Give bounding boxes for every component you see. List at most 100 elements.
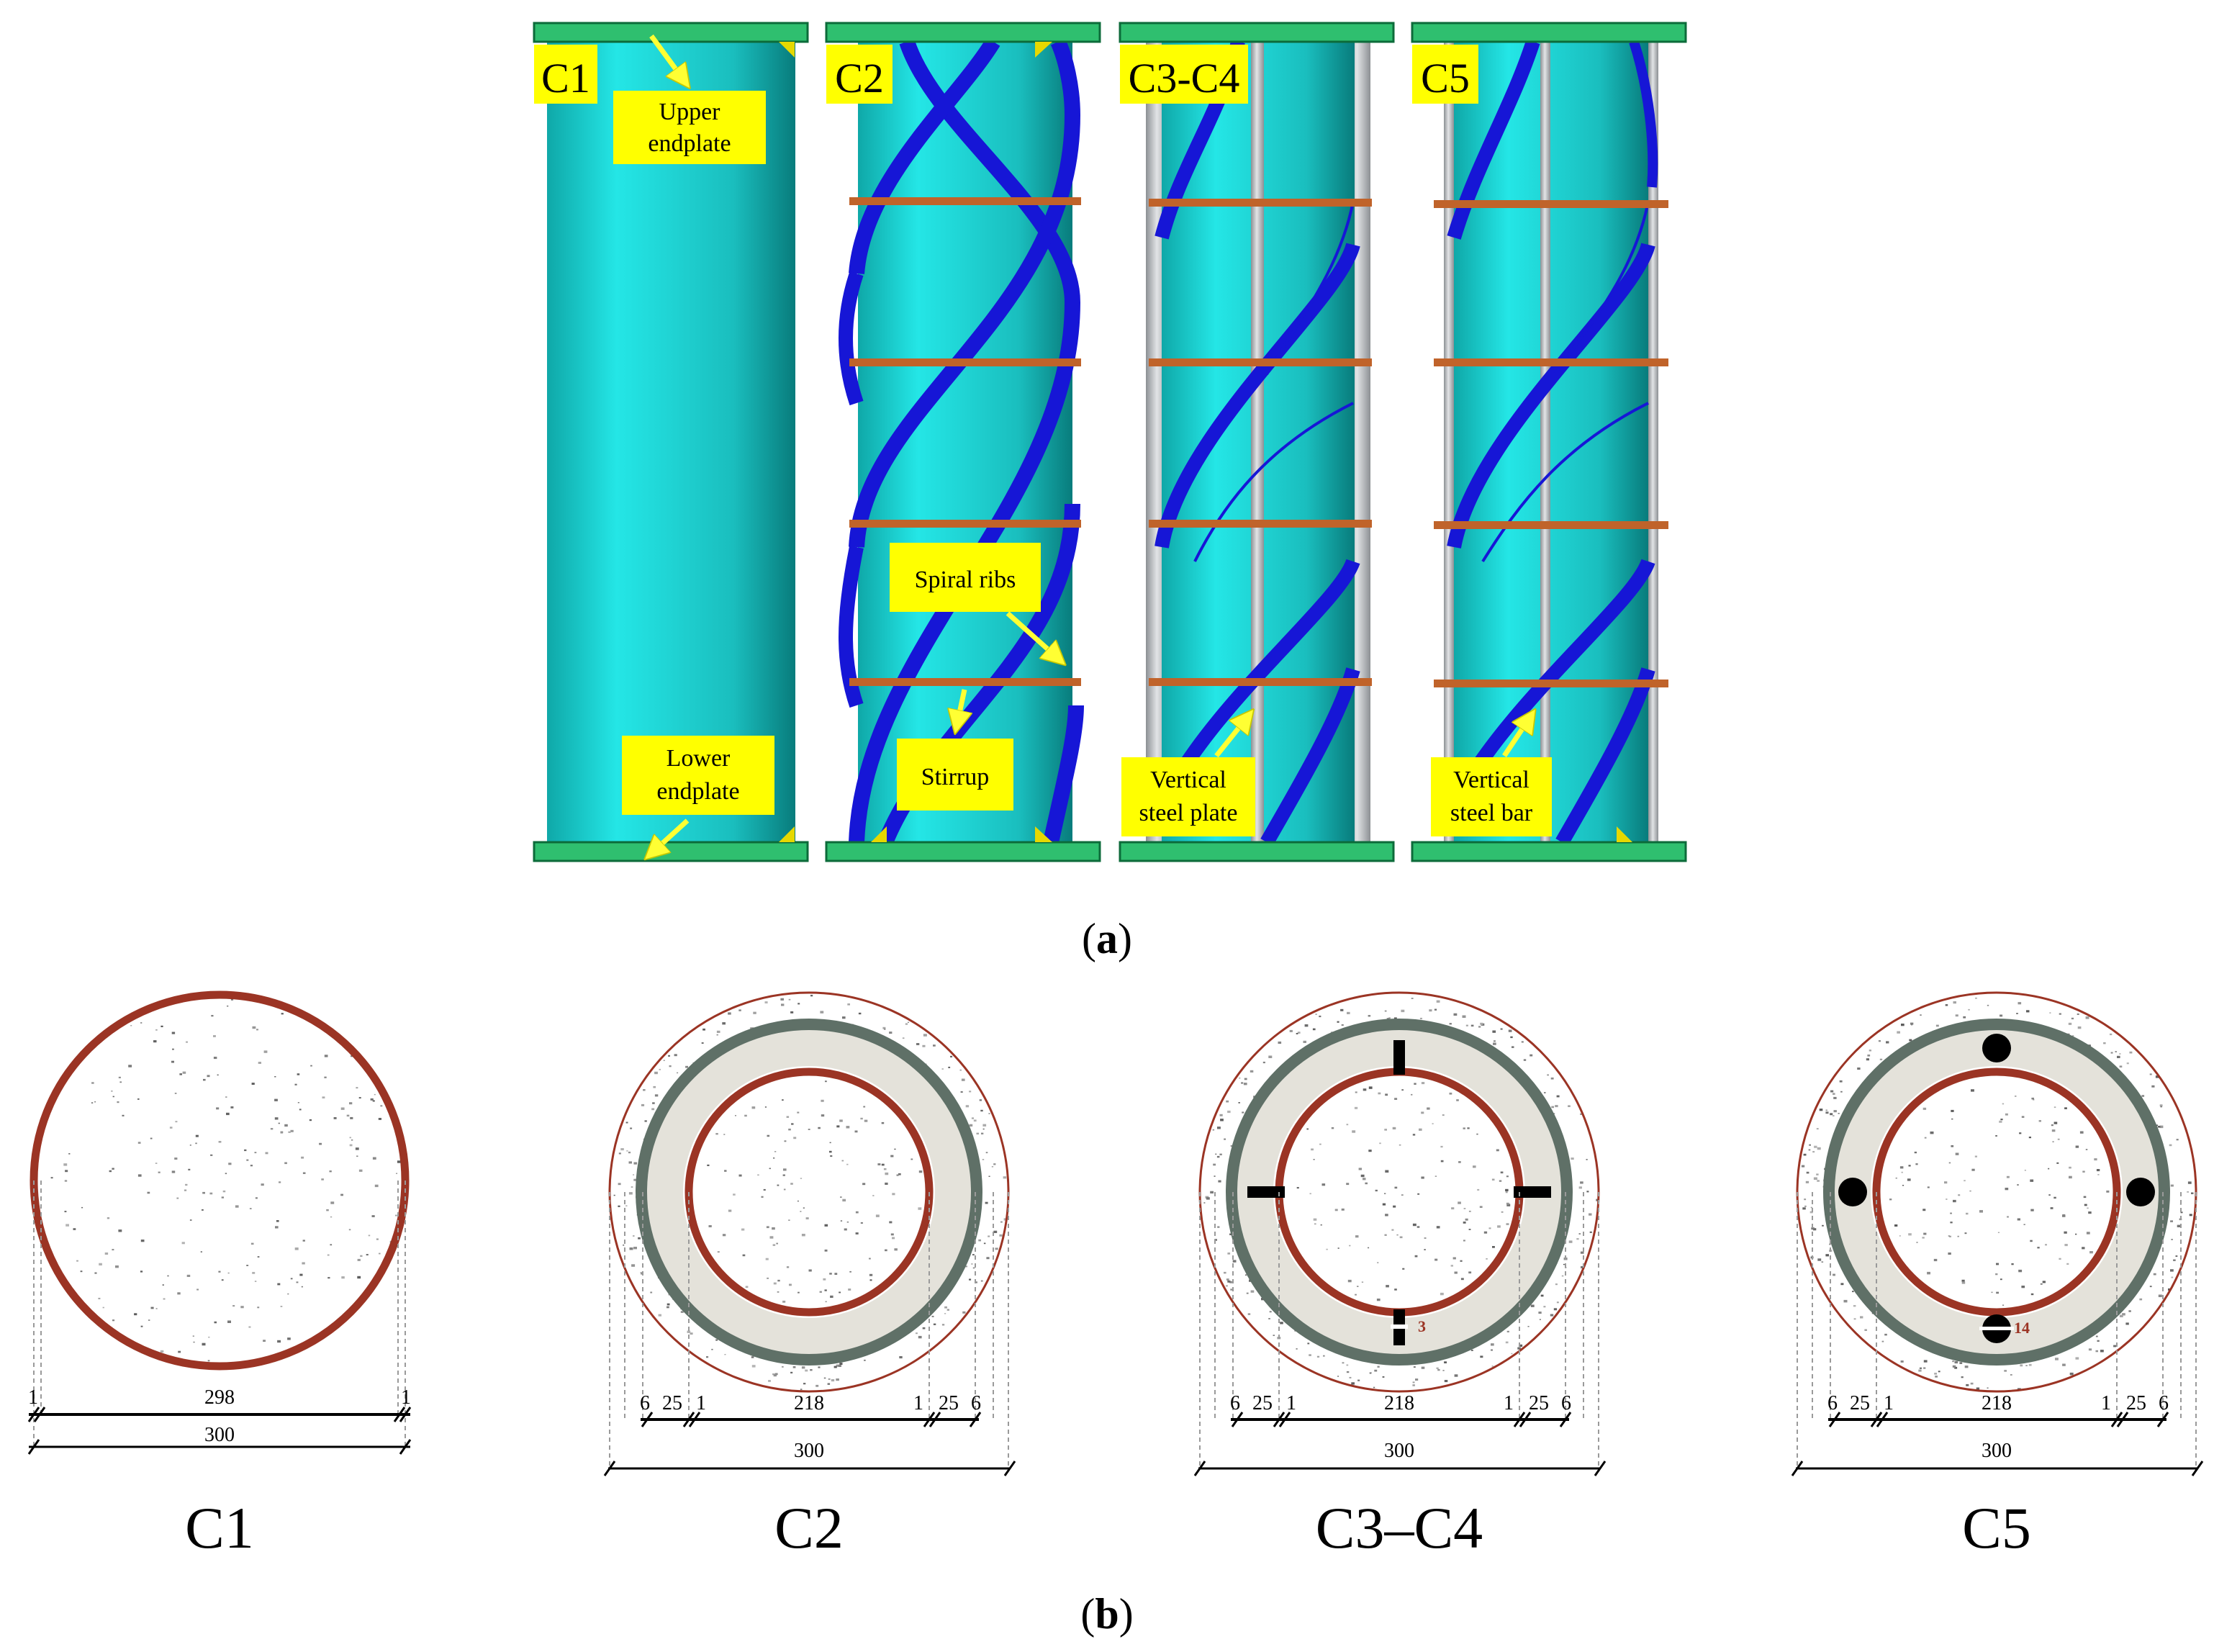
aggregate-speck [2005,1188,2009,1191]
aggregate-speck [1309,1193,1311,1195]
aggregate-speck [980,1109,983,1112]
aggregate-speck [1816,1128,1819,1130]
aggregate-speck [2069,1372,2074,1376]
aggregate-speck [864,1119,868,1122]
aggregate-speck [118,1076,121,1078]
aggregate-speck [988,1175,990,1177]
aggregate-speck [1954,1360,1958,1364]
aggregate-speck [1840,1283,1844,1286]
aggregate-speck [1203,1202,1206,1204]
aggregate-speck [1950,1212,1952,1214]
outer-concrete-aggregate [1801,997,2194,1391]
lower-endplate-arrow [648,818,690,857]
aggregate-speck [764,1001,768,1003]
aggregate-speck [1492,1246,1495,1248]
aggregate-speck [263,1340,266,1342]
aggregate-speck [1809,1144,1811,1146]
aggregate-speck [2077,1026,2082,1029]
aggregate-speck [1996,1291,1999,1294]
aggregate-speck [1227,1280,1231,1283]
aggregate-speck [2084,1204,2087,1206]
aggregate-speck [351,1139,353,1141]
aggregate-speck [933,1044,936,1047]
aggregate-speck [366,1254,369,1256]
aggregate-speck [2064,1231,2067,1234]
aggregate-speck [374,1093,376,1096]
aggregate-speck [1355,1091,1357,1093]
aggregate-speck [258,1062,261,1064]
aggregate-speck [969,1091,972,1093]
aggregate-speck [235,1205,239,1208]
aggregate-speck [2153,1273,2156,1276]
aggregate-speck [625,1121,628,1124]
aggregate-speck [980,1280,983,1282]
aggregate-speck [846,1221,849,1223]
aggregate-speck [2030,1240,2033,1242]
aggregate-speck [722,1234,726,1237]
aggregate-speck [1444,1380,1448,1383]
aggregate-speck [911,1158,913,1160]
aggregate-speck [1878,1040,1881,1042]
dimension-ticks [1791,1412,2204,1476]
aggregate-speck [228,1163,232,1165]
aggregate-speck [767,1277,769,1279]
aggregate-speck [623,1245,625,1246]
aggregate-speck [2126,1062,2129,1065]
dim-2: 298 [204,1386,235,1409]
inner-concrete-aggregate [1889,1089,2110,1306]
aggregate-speck [1945,1004,1948,1006]
aggregate-speck [1307,1342,1310,1345]
aggregate-speck [969,1278,972,1281]
aggregate-speck [1393,1205,1396,1208]
aggregate-speck [922,1044,926,1047]
aggregate-speck [824,1224,828,1227]
aggregate-speck [288,1131,291,1133]
aggregate-speck [788,998,791,1001]
dim-7: 6 [1561,1392,1571,1414]
aggregate-speck [178,1350,181,1353]
aggregate-speck [2141,1095,2145,1097]
caption-a-letter: a [1096,915,1118,962]
aggregate-speck [1506,1330,1509,1332]
aggregate-speck [782,1099,784,1101]
aggregate-speck [894,1248,898,1251]
aggregate-speck [1360,1174,1365,1178]
aggregate-speck [1840,1091,1843,1093]
aggregate-speck [329,1170,332,1173]
aggregate-speck [2159,1125,2164,1129]
aggregate-speck [667,1306,669,1309]
aggregate-speck [991,1166,994,1168]
aggregate-speck [825,1080,827,1083]
aggregate-speck [1576,1238,1579,1240]
aggregate-speck [1499,1180,1502,1182]
aggregate-speck [890,1233,894,1236]
aggregate-speck [831,1379,835,1382]
aggregate-speck [972,1254,975,1256]
aggregate-speck [1968,1008,1970,1011]
aggregate-speck [240,1306,244,1309]
aggregate-speck [1809,1211,1813,1214]
dim-4: 218 [1384,1392,1414,1414]
aggregate-speck [1442,1370,1445,1371]
aggregate-speck [1806,1171,1809,1174]
aggregate-speck [1351,1382,1355,1385]
aggregate-speck [1384,1193,1386,1194]
aggregate-speck [297,1102,299,1103]
aggregate-speck [1304,1024,1309,1027]
aggregate-speck [869,1279,872,1281]
aggregate-speck [134,1313,137,1316]
aggregate-speck [1437,1368,1440,1371]
aggregate-speck [2025,1365,2028,1366]
aggregate-speck [995,1247,998,1250]
tag-c2-box [826,45,893,104]
aggregate-speck [358,1097,361,1099]
aggregate-speck [1411,998,1414,999]
aggregate-speck [1463,1222,1466,1224]
aggregate-speck [1463,1240,1465,1242]
aggregate-speck [751,1365,756,1368]
aggregate-speck [978,1239,981,1242]
aggregate-speck [1899,1166,1904,1169]
aggregate-speck [232,1305,235,1307]
aggregate-speck [1919,1367,1922,1369]
aggregate-speck [1857,1068,1861,1070]
